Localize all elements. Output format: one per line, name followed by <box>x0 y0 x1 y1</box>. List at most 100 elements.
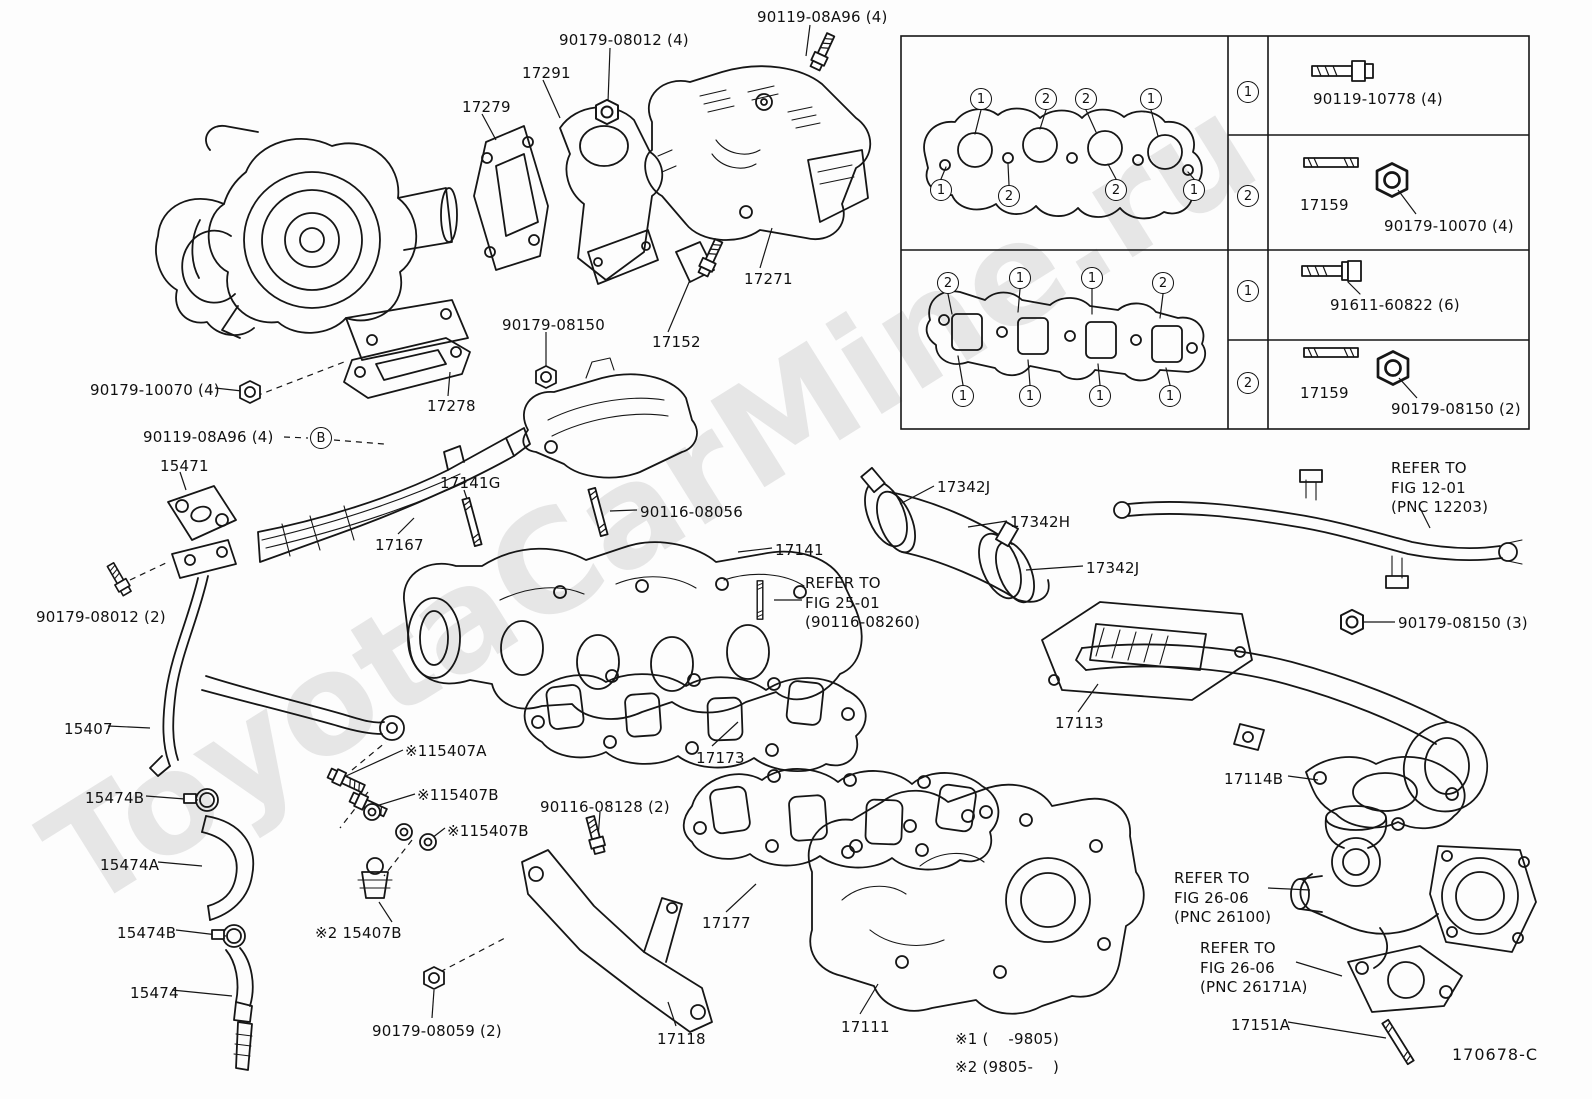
washer-15407B-3 <box>419 833 437 851</box>
label-90179-08059: 90179-08059 (2) <box>372 1022 502 1040</box>
clamp-15474B-2-drawing <box>211 924 246 948</box>
label-refer-fig26-06b: REFER TO FIG 26-06 (PNC 26171A) <box>1200 939 1308 996</box>
heat-shield-17271-drawing <box>644 65 872 241</box>
gasket2-callout-7: 1 <box>1089 385 1111 407</box>
hose-15474A-drawing <box>201 815 255 921</box>
label-17173: 17173 <box>696 749 745 767</box>
washer-15407B-2 <box>395 823 413 841</box>
label-17141: 17141 <box>775 541 824 559</box>
gasket1-callout-1: 1 <box>970 88 992 110</box>
label-17111: 17111 <box>841 1018 890 1036</box>
vacuum-pipe-fig12-drawing <box>1113 469 1523 589</box>
nut-90179-08012-4 <box>595 98 619 126</box>
label-15407B-1: ※115407B <box>417 786 499 804</box>
label-15474B-2: 15474B <box>117 924 177 942</box>
gasket2-callout-8: 1 <box>1159 385 1181 407</box>
legend-part-90119-10778: 90119-10778 (4) <box>1313 90 1443 108</box>
label-90179-10070-4: 90179-10070 (4) <box>90 381 220 399</box>
gasket-17177-drawing <box>682 768 1000 871</box>
label-17278: 17278 <box>427 397 476 415</box>
label-15407A: ※115407A <box>405 742 487 760</box>
label-90116-08128: 90116-08128 (2) <box>540 798 670 816</box>
bolt-90179-08012-2 <box>104 560 134 598</box>
stud-fig25-01 <box>756 580 764 620</box>
stud-90116-08056 <box>587 487 609 537</box>
legend-icon-bolt-row3 <box>1301 260 1362 295</box>
label-15474: 15474 <box>130 984 179 1002</box>
hose-15474-drawing <box>225 947 254 1071</box>
label-17141G: 17141G <box>440 474 501 492</box>
stud-17151A <box>1381 1018 1415 1066</box>
gasket1-callout-5: 1 <box>930 179 952 201</box>
nut-90179-08150 <box>535 365 557 389</box>
gasket2-callout-3: 1 <box>1081 267 1103 289</box>
label-refer-fig25-01: REFER TO FIG 25-01 (90116-08260) <box>805 574 921 631</box>
gasket2-callout-4: 2 <box>1152 272 1174 294</box>
label-17152: 17152 <box>652 333 701 351</box>
intake-manifold-17111-drawing <box>807 783 1145 1015</box>
legend-row-index-2: 2 <box>1237 185 1259 207</box>
gasket-17151A-drawing <box>1347 945 1463 1013</box>
check-valve-15407B-drawing <box>357 857 393 899</box>
label-17342J-2: 17342J <box>1086 559 1140 577</box>
oil-pipe-15407-drawing <box>149 539 405 777</box>
label-90179-08150-3: 90179-08150 (3) <box>1398 614 1528 632</box>
nut-90179-10070-4 <box>239 380 261 404</box>
gasket1-callout-6: 2 <box>998 185 1020 207</box>
legend-part-17159-1: 17159 <box>1300 196 1349 214</box>
heat-shield-17168-drawing <box>522 357 698 479</box>
label-17113: 17113 <box>1055 714 1104 732</box>
gasket1-callout-3: 2 <box>1075 88 1097 110</box>
label-refer-fig12-01: REFER TO FIG 12-01 (PNC 12203) <box>1391 459 1489 516</box>
label-17291: 17291 <box>522 64 571 82</box>
washer-15407B-1 <box>363 803 381 821</box>
label-15407B-2: ※115407B <box>447 822 529 840</box>
intake-pipe-drawing <box>1075 643 1489 813</box>
legend-part-90179-08150: 90179-08150 (2) <box>1391 400 1521 418</box>
drawing-number: 170678-C <box>1452 1045 1539 1064</box>
gasket-17278-drawing <box>343 337 471 399</box>
gasket-17173-drawing <box>523 669 867 772</box>
legend-gasket-1-drawing <box>923 107 1203 220</box>
gasket2-callout-2: 1 <box>1009 267 1031 289</box>
legend-icon-stud-row4 <box>1303 347 1359 358</box>
label-17342H: 17342H <box>1010 513 1071 531</box>
label-17167: 17167 <box>375 536 424 554</box>
bracket-17167-drawing <box>257 427 531 563</box>
label-15474B-1: 15474B <box>85 789 145 807</box>
legend-row-index-3: 1 <box>1237 280 1259 302</box>
turbocharger-drawing <box>155 125 469 361</box>
union-bolt-15407A <box>325 765 368 796</box>
gasket-17279-drawing <box>473 125 549 271</box>
stud-17141G <box>461 497 483 547</box>
legend-row-index-4: 2 <box>1237 372 1259 394</box>
gasket2-callout-6: 1 <box>1019 385 1041 407</box>
gasket2-callout-5: 1 <box>952 385 974 407</box>
bolt-90119-08A96-top <box>807 30 838 73</box>
legend-part-17159-2: 17159 <box>1300 384 1349 402</box>
egr-throttle-assembly-drawing <box>1290 805 1537 969</box>
legend-icon-nut-row2 <box>1375 162 1417 215</box>
gasket1-callout-4: 1 <box>1140 88 1162 110</box>
legend-part-91611-60822: 91611-60822 (6) <box>1330 296 1460 314</box>
label-15407: 15407 <box>64 720 113 738</box>
label-17279: 17279 <box>462 98 511 116</box>
label-90179-08012-2: 90179-08012 (2) <box>36 608 166 626</box>
label-17151A: 17151A <box>1231 1016 1291 1034</box>
note-1: ※1 ( -9805) <box>955 1030 1060 1048</box>
legend-table-grid <box>900 35 1530 430</box>
duct-17113-drawing <box>1041 601 1253 701</box>
legend-row-index-1: 1 <box>1237 81 1259 103</box>
gasket1-callout-8: 1 <box>1183 179 1205 201</box>
label-90119-08A96-b: 90119-08A96 (4) <box>143 428 274 446</box>
clamp-15474B-1-drawing <box>183 788 219 812</box>
bolt-90116-08128 <box>582 814 608 856</box>
legend-icon-bolt-row1 <box>1311 60 1374 82</box>
nut-90179-08059 <box>423 966 445 990</box>
label-15407B-valve: ※2 15407B <box>315 924 402 942</box>
label-17342J-1: 17342J <box>937 478 991 496</box>
gasket2-callout-1: 2 <box>937 272 959 294</box>
legend-icon-nut-row4 <box>1376 350 1418 399</box>
stay-17152-drawing <box>675 241 715 283</box>
label-15474A: 15474A <box>100 856 160 874</box>
